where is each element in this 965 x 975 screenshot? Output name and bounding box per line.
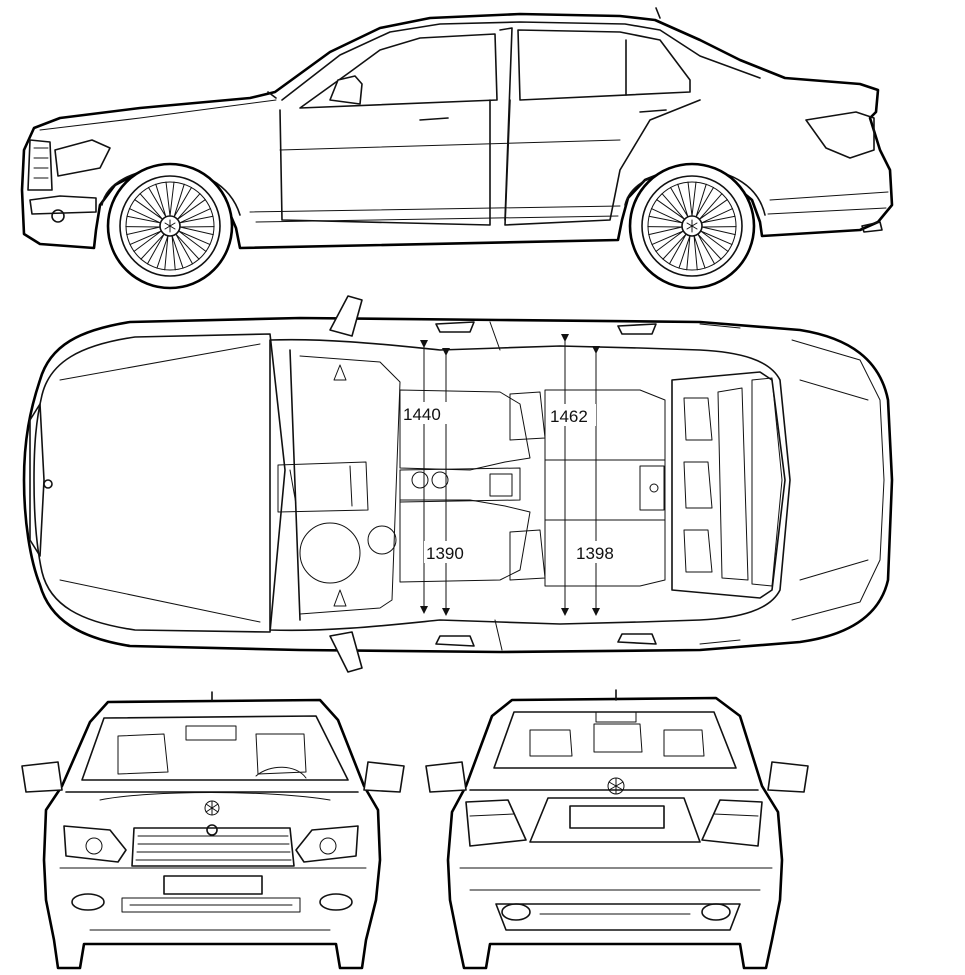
dimension-arrows (420, 334, 600, 616)
rear-view (425, 689, 809, 970)
front-view (21, 691, 405, 970)
front-shoulder-label: 1390 (426, 544, 464, 563)
rear-shoulder-label: 1398 (576, 544, 614, 563)
front-headroom-label: 1440 (403, 405, 441, 424)
rear-headroom-label: 1462 (550, 407, 588, 426)
side-view (20, 7, 894, 290)
top-view: 1440 1462 1390 1398 (22, 295, 894, 673)
